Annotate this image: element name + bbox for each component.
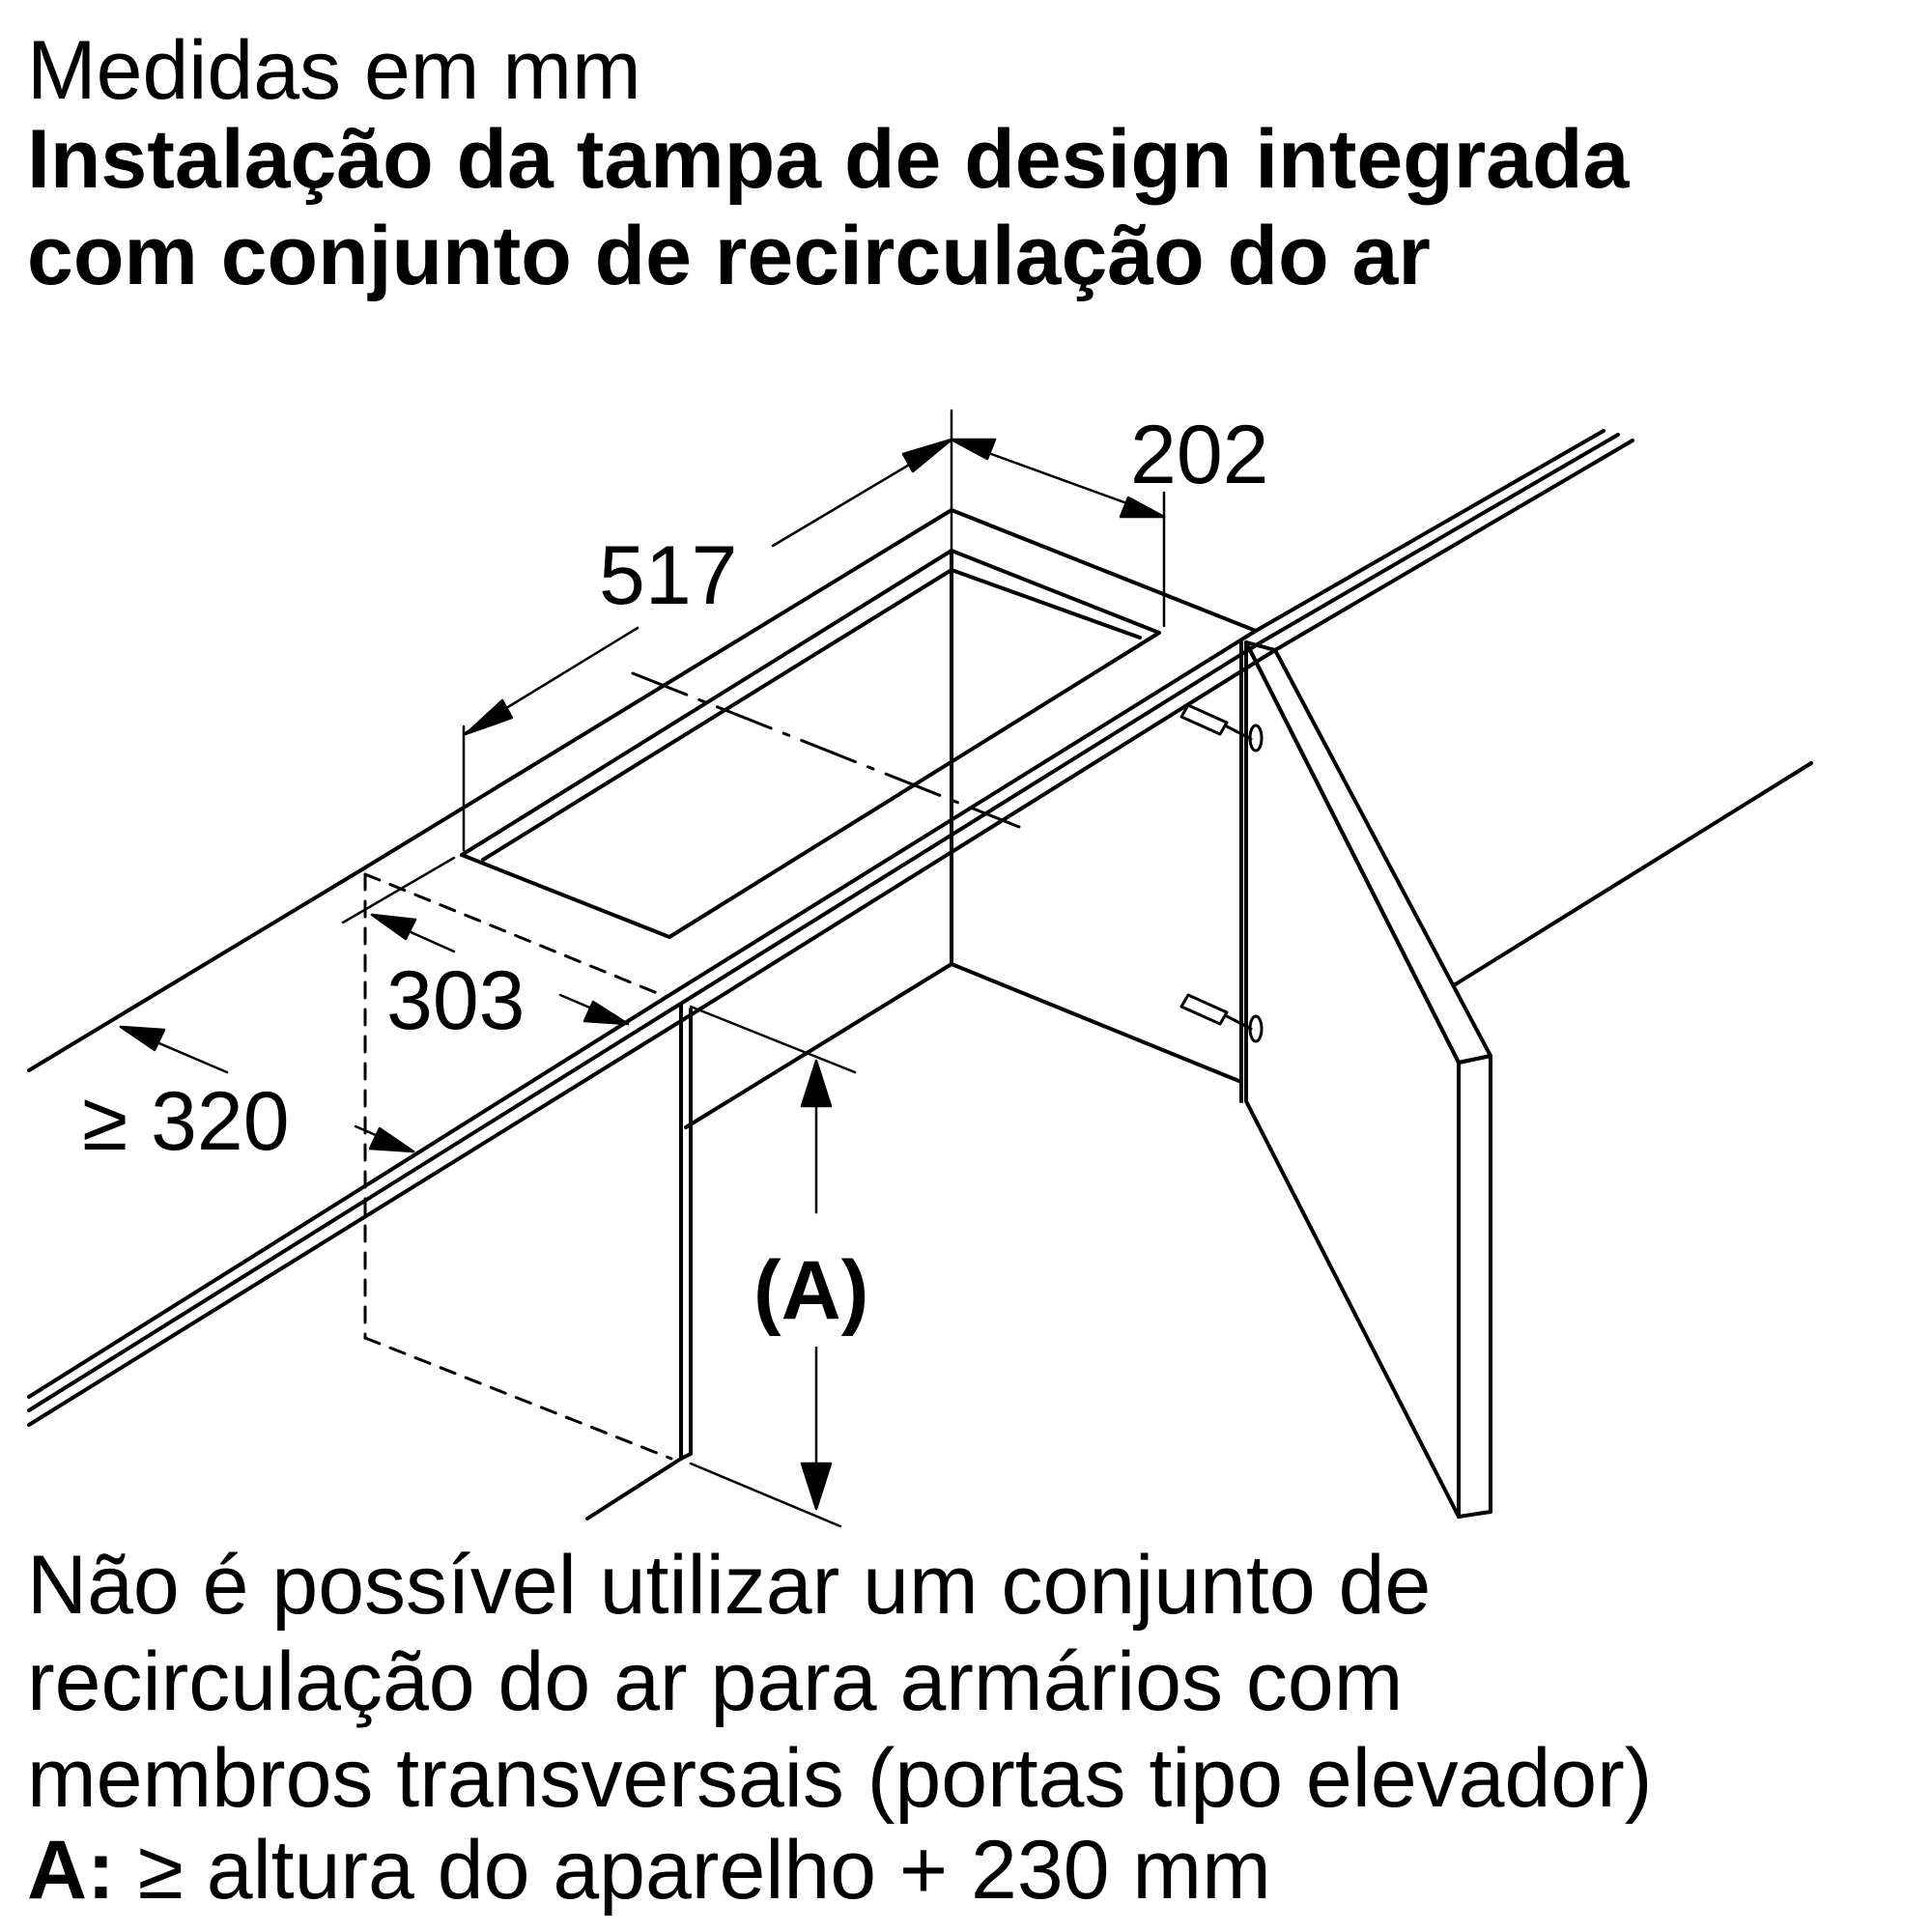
countertop-back [27, 429, 1634, 1072]
note-line-1: Não é possível utilizar um conjunto de [27, 1539, 1432, 1632]
title-line-2: com conjunto de recirculação do ar [27, 210, 1431, 302]
dimension-A [689, 1005, 857, 1528]
note-line-3: membros transversais (portas tipo elevad… [27, 1732, 1653, 1825]
legend-line: A: ≥ altura do aparelho + 230 mm [27, 1829, 1271, 1912]
countertop-front [27, 629, 1277, 1427]
dimension-303 [341, 856, 630, 1026]
hinge-bottom [1179, 993, 1264, 1043]
dimension-517 [462, 438, 953, 852]
label-202: 202 [1130, 409, 1269, 501]
legend-key: A: [27, 1824, 115, 1917]
label-A: (A) [753, 1244, 868, 1337]
units-caption: Medidas em mm [27, 24, 641, 117]
hinge-top [1179, 703, 1264, 753]
dimension-202 [950, 409, 1166, 628]
cabinet [585, 568, 1243, 1520]
title-line-1: Instalação da tampa de design integrada [27, 113, 1630, 206]
hidden-sidewall [363, 872, 673, 1461]
dimension-320 [119, 1025, 415, 1153]
note-line-2: recirculação do ar para armários com [27, 1635, 1404, 1728]
label-517: 517 [599, 529, 738, 622]
label-303: 303 [386, 954, 526, 1047]
center-line [631, 671, 1021, 829]
label-320: ≥ 320 [82, 1075, 290, 1168]
legend-text: ≥ altura do aparelho + 230 mm [137, 1824, 1271, 1917]
cabinet-door [1244, 640, 1813, 1519]
